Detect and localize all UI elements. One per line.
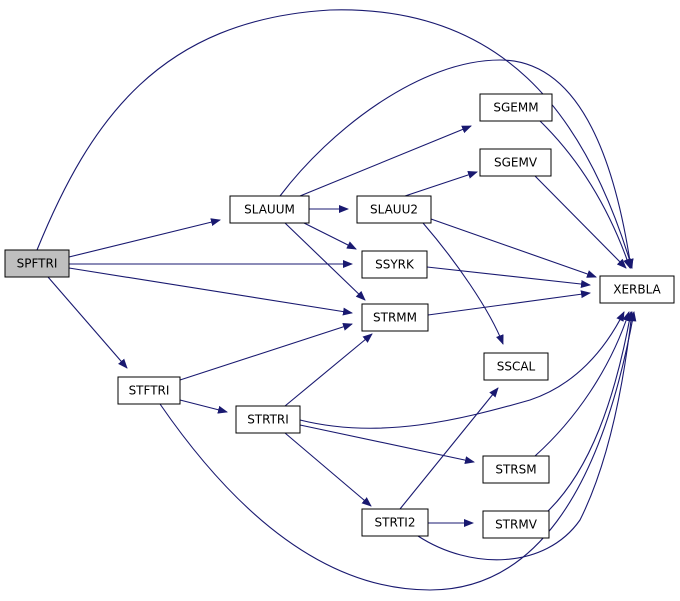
node-ssyrk[interactable]: SSYRK (361, 250, 428, 279)
edge-strti2-to-sscal (399, 387, 499, 510)
node-label: STRMV (495, 518, 538, 532)
edge-slauum-to-sgemm (299, 125, 472, 197)
node-box (483, 352, 549, 381)
node-label: STRTI2 (375, 516, 416, 530)
edge-slauum-to-strmm (284, 222, 366, 301)
edge-strtri-to-xerbla (299, 311, 625, 429)
node-strti2[interactable]: STRTI2 (361, 508, 429, 537)
edge-slauu2-to-sscal (422, 222, 504, 345)
edge-spftri-to-xerbla (36, 9, 634, 269)
node-label: SSYRK (375, 258, 415, 272)
edge-strtri-to-strsm (299, 424, 475, 465)
node-label: SPFTRI (17, 257, 58, 271)
node-stftri[interactable]: STFTRI (117, 376, 181, 405)
node-box (356, 195, 432, 224)
node-label: SSCAL (497, 360, 536, 374)
node-box (361, 250, 428, 279)
node-box (4, 249, 70, 278)
edge-sgemv-to-xerbla (534, 175, 627, 269)
node-box (117, 376, 181, 405)
node-box (482, 510, 550, 539)
node-label: SGEMV (494, 156, 538, 170)
edge-spftri-to-slauum (68, 218, 221, 258)
edge-slauum-to-xerbla (279, 59, 634, 269)
edge-spftri-to-strmm (68, 267, 353, 316)
node-sscal[interactable]: SSCAL (483, 352, 549, 381)
node-label: STFTRI (129, 384, 170, 398)
edge-stftri-to-strmm (179, 322, 353, 381)
node-box (599, 275, 675, 304)
node-slauum[interactable]: SLAUUM (229, 195, 310, 224)
node-strsm[interactable]: STRSM (482, 455, 550, 484)
edge-ssyrk-to-xerbla (426, 266, 591, 288)
graph-edges (36, 9, 637, 591)
edge-strtri-to-strmm (284, 333, 373, 407)
node-strmv[interactable]: STRMV (482, 510, 550, 539)
edge-strtri-to-strti2 (284, 432, 372, 507)
node-label: SLAUUM (244, 203, 295, 217)
edge-strmm-to-xerbla (427, 290, 591, 316)
node-box (229, 195, 310, 224)
node-box (361, 508, 429, 537)
node-xerbla[interactable]: XERBLA (599, 275, 675, 304)
node-label: STRTRI (247, 413, 289, 427)
node-sgemv[interactable]: SGEMV (479, 148, 552, 177)
edge-stftri-to-xerbla (159, 311, 637, 591)
edge-stftri-to-strtri (179, 399, 228, 414)
node-box (361, 303, 429, 332)
node-label: STRMM (373, 311, 417, 325)
node-strmm[interactable]: STRMM (361, 303, 429, 332)
node-label: SLAUU2 (370, 203, 418, 217)
node-strtri[interactable]: STRTRI (235, 405, 301, 434)
node-slauu2[interactable]: SLAUU2 (356, 195, 432, 224)
node-box (479, 148, 552, 177)
node-label: SGEMM (493, 101, 538, 115)
node-spftri[interactable]: SPFTRI (4, 249, 70, 278)
node-label: XERBLA (613, 283, 661, 297)
node-box (479, 93, 553, 122)
edge-slauu2-to-sgemv (404, 171, 478, 197)
node-box (235, 405, 301, 434)
edge-strmv-to-xerbla (547, 311, 634, 512)
node-sgemm[interactable]: SGEMM (479, 93, 553, 122)
edge-strti2-to-xerbla (417, 311, 635, 561)
edge-spftri-to-stftri (47, 276, 128, 369)
node-box (482, 455, 550, 484)
edge-slauum-to-ssyrk (303, 222, 357, 250)
edge-sgemm-to-xerbla (539, 120, 631, 269)
node-label: STRSM (495, 463, 536, 477)
edge-strsm-to-xerbla (534, 311, 630, 457)
edge-slauu2-to-xerbla (430, 218, 597, 278)
